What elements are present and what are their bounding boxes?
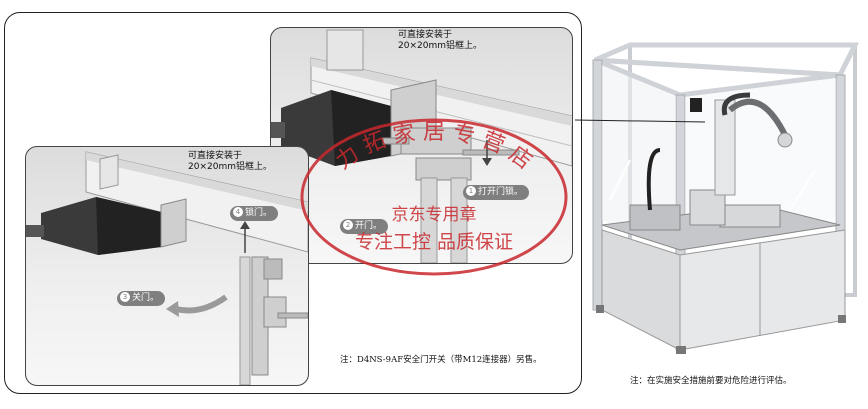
switch-sold-separately-note: 注：D4NS-9AF安全门开关（带M12连接器）另售。: [340, 355, 542, 365]
stamp-line-1: 京东专用章: [392, 205, 477, 225]
callout-leader-line: [575, 119, 706, 123]
stamp-line-2: 专注工控 品质保证: [355, 231, 513, 253]
large-inset-mount-callout: 可直接安装于 20×20mm铝框上。: [398, 30, 482, 52]
hazard-assessment-note: 注：在实施安全措施前要对危险进行评估。: [630, 376, 792, 386]
small-inset-mount-callout: 可直接安装于 20×20mm铝框上。: [188, 151, 272, 173]
step-3-number: 3: [120, 292, 130, 302]
large-inset-mount-line2: 20×20mm铝框上。: [398, 41, 482, 51]
large-inset-mount-line1: 可直接安装于: [398, 30, 453, 40]
large-inset-view: [270, 27, 573, 264]
small-inset-mount-line1: 可直接安装于: [188, 151, 243, 161]
step-3-text: 关门。: [132, 293, 160, 303]
step-1-number: 1: [466, 186, 476, 196]
small-inset-mount-line2: 20×20mm铝框上。: [188, 162, 272, 172]
step-1-text: 打开门锁。: [478, 187, 524, 197]
step-4-number: 4: [233, 207, 243, 217]
step-2-text: 开门。: [355, 221, 383, 231]
small-inset-view: [25, 146, 309, 386]
red-seal-stamp: 力 拓 家 居 专 营 店 京东专用章 专注工控 品质保证: [300, 118, 568, 276]
step-2-number: 2: [343, 220, 353, 230]
machine-enclosure-drawing: [592, 42, 860, 354]
step-4-text: 锁门。: [245, 208, 273, 218]
small-inset-drawing: [26, 151, 308, 385]
stamp-arc-text: 力 拓 家 居 专 营 店: [331, 120, 536, 175]
large-inset-drawing: [271, 29, 572, 263]
